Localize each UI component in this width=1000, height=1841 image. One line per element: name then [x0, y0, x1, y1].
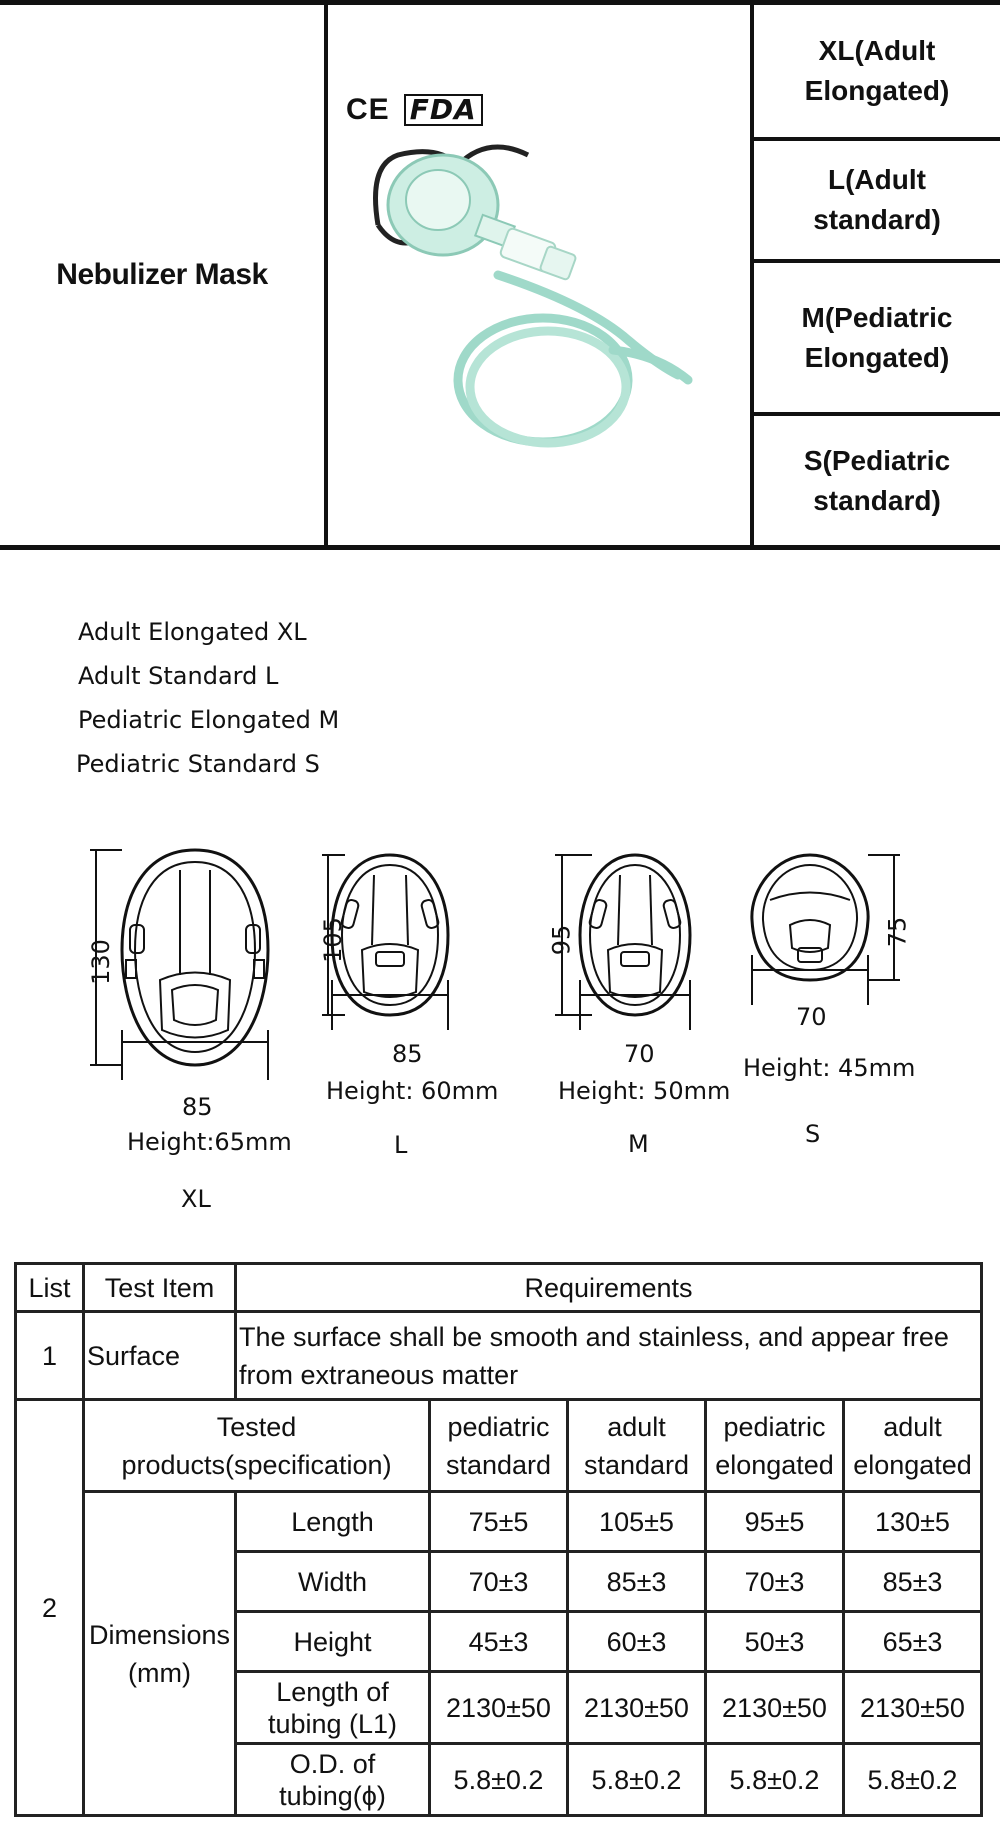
size-l-cell: L(Adult standard) — [754, 141, 1000, 263]
table-row: 2 Tested products(specification) pediatr… — [14, 1398, 983, 1817]
s-height-label: Height: 45mm — [743, 1054, 916, 1082]
legend-item: Adult Standard L — [78, 662, 279, 690]
l-height-dim: 105 — [318, 917, 347, 963]
l-width-dim: 85 — [392, 1040, 423, 1068]
dim-label: Length — [234, 1490, 431, 1553]
dim-value: 85±3 — [566, 1550, 707, 1613]
nebulizer-mask-photo — [373, 144, 693, 448]
s-width-dim: 70 — [796, 1003, 827, 1031]
legend-item: Pediatric Elongated M — [78, 706, 340, 734]
dim-value: 75±5 — [428, 1490, 569, 1553]
dim-value: 5.8±0.2 — [566, 1742, 707, 1817]
product-name-cell: Nebulizer Mask — [0, 5, 328, 545]
size-m-cell: M(Pediatric Elongated) — [754, 263, 1000, 416]
size-legend: Adult Elongated XL Adult Standard L Pedi… — [76, 610, 340, 786]
dim-value: 50±3 — [704, 1610, 845, 1673]
m-width-dim: 70 — [624, 1040, 655, 1068]
table-header-row: List Test Item Requirements — [14, 1262, 983, 1313]
dim-value: 70±3 — [704, 1550, 845, 1613]
s-height-dim: 75 — [883, 916, 912, 948]
dim-value: 105±5 — [566, 1490, 707, 1553]
mask-drawing-s — [750, 853, 900, 1005]
dim-value: 65±3 — [842, 1610, 983, 1673]
dim-value: 5.8±0.2 — [842, 1742, 983, 1817]
mask-drawing-xl — [90, 848, 270, 1080]
dim-label: O.D. of tubing(ϕ) — [234, 1742, 431, 1817]
xl-size-label: XL — [181, 1185, 211, 1213]
product-name: Nebulizer Mask — [56, 258, 268, 291]
dim-value: 2130±50 — [842, 1670, 983, 1745]
dim-value: 85±3 — [842, 1550, 983, 1613]
row2-list: 2 — [14, 1398, 85, 1817]
table-row: O.D. of tubing(ϕ) 5.8±0.2 5.8±0.2 5.8±0.… — [16, 1742, 983, 1817]
header-test-item: Test Item — [82, 1262, 237, 1313]
ce-mark: CE — [346, 93, 390, 126]
fda-mark: FDA — [403, 94, 483, 126]
dim-label: Length of tubing (L1) — [234, 1670, 431, 1745]
size-xl-cell: XL(Adult Elongated) — [754, 5, 1000, 141]
mask-dimension-drawings — [90, 848, 900, 1080]
table-row: 1 Surface The surface shall be smooth an… — [14, 1310, 983, 1401]
dim-value: 5.8±0.2 — [428, 1742, 569, 1817]
legend-item: Pediatric Standard S — [76, 750, 320, 778]
dim-value: 2130±50 — [566, 1670, 707, 1745]
table-row: Height 45±3 60±3 50±3 65±3 — [16, 1610, 983, 1673]
dim-value: 45±3 — [428, 1610, 569, 1673]
product-header: pediatric standard — [428, 1398, 569, 1493]
table-row: Length of tubing (L1) 2130±50 2130±50 21… — [16, 1670, 983, 1745]
dim-value: 130±5 — [842, 1490, 983, 1553]
product-header: pediatric elongated — [704, 1398, 845, 1493]
s-size-label: S — [805, 1120, 821, 1148]
m-height-label: Height: 50mm — [558, 1077, 731, 1105]
header-list: List — [14, 1262, 85, 1313]
mask-drawing-m — [555, 853, 692, 1030]
tested-products-label: Tested products(specification) — [82, 1398, 431, 1493]
product-image-cell: CE FDA — [328, 5, 754, 545]
row1-list: 1 — [14, 1310, 85, 1401]
table-row: Width 70±3 85±3 70±3 85±3 — [16, 1550, 983, 1613]
dim-value: 5.8±0.2 — [704, 1742, 845, 1817]
xl-height-label: Height:65mm — [127, 1128, 292, 1156]
size-list-cell: XL(Adult Elongated) L(Adult standard) M(… — [754, 5, 1000, 545]
dim-value: 95±5 — [704, 1490, 845, 1553]
size-s-cell: S(Pediatric standard) — [803, 444, 951, 516]
l-size-label: L — [394, 1131, 408, 1159]
certification-marks: CE FDA — [346, 93, 483, 127]
dimensions-group-label: Dimensions (mm) — [82, 1490, 237, 1817]
dim-value: 2130±50 — [704, 1670, 845, 1745]
dim-label: Height — [234, 1610, 431, 1673]
legend-item: Adult Elongated XL — [78, 618, 307, 646]
row1-requirement: The surface shall be smooth and stainles… — [234, 1310, 983, 1401]
l-height-label: Height: 60mm — [326, 1077, 499, 1105]
table-row: Dimensions (mm) Length 75±5 105±5 95±5 1… — [16, 1490, 983, 1817]
dim-value: 2130±50 — [428, 1670, 569, 1745]
specification-table: List Test Item Requirements 1 Surface Th… — [14, 1262, 983, 1817]
product-header: adult standard — [566, 1398, 707, 1493]
product-header: adult elongated — [842, 1398, 983, 1493]
dim-value: 70±3 — [428, 1550, 569, 1613]
xl-width-dim: 85 — [182, 1093, 213, 1121]
dim-label: Width — [234, 1550, 431, 1613]
m-height-dim: 95 — [547, 924, 576, 956]
m-size-label: M — [628, 1130, 649, 1158]
xl-height-dim: 130 — [86, 939, 115, 985]
row1-item: Surface — [82, 1310, 237, 1401]
dim-value: 60±3 — [566, 1610, 707, 1673]
header-requirements: Requirements — [234, 1262, 983, 1313]
mask-drawing-l — [322, 853, 450, 1030]
